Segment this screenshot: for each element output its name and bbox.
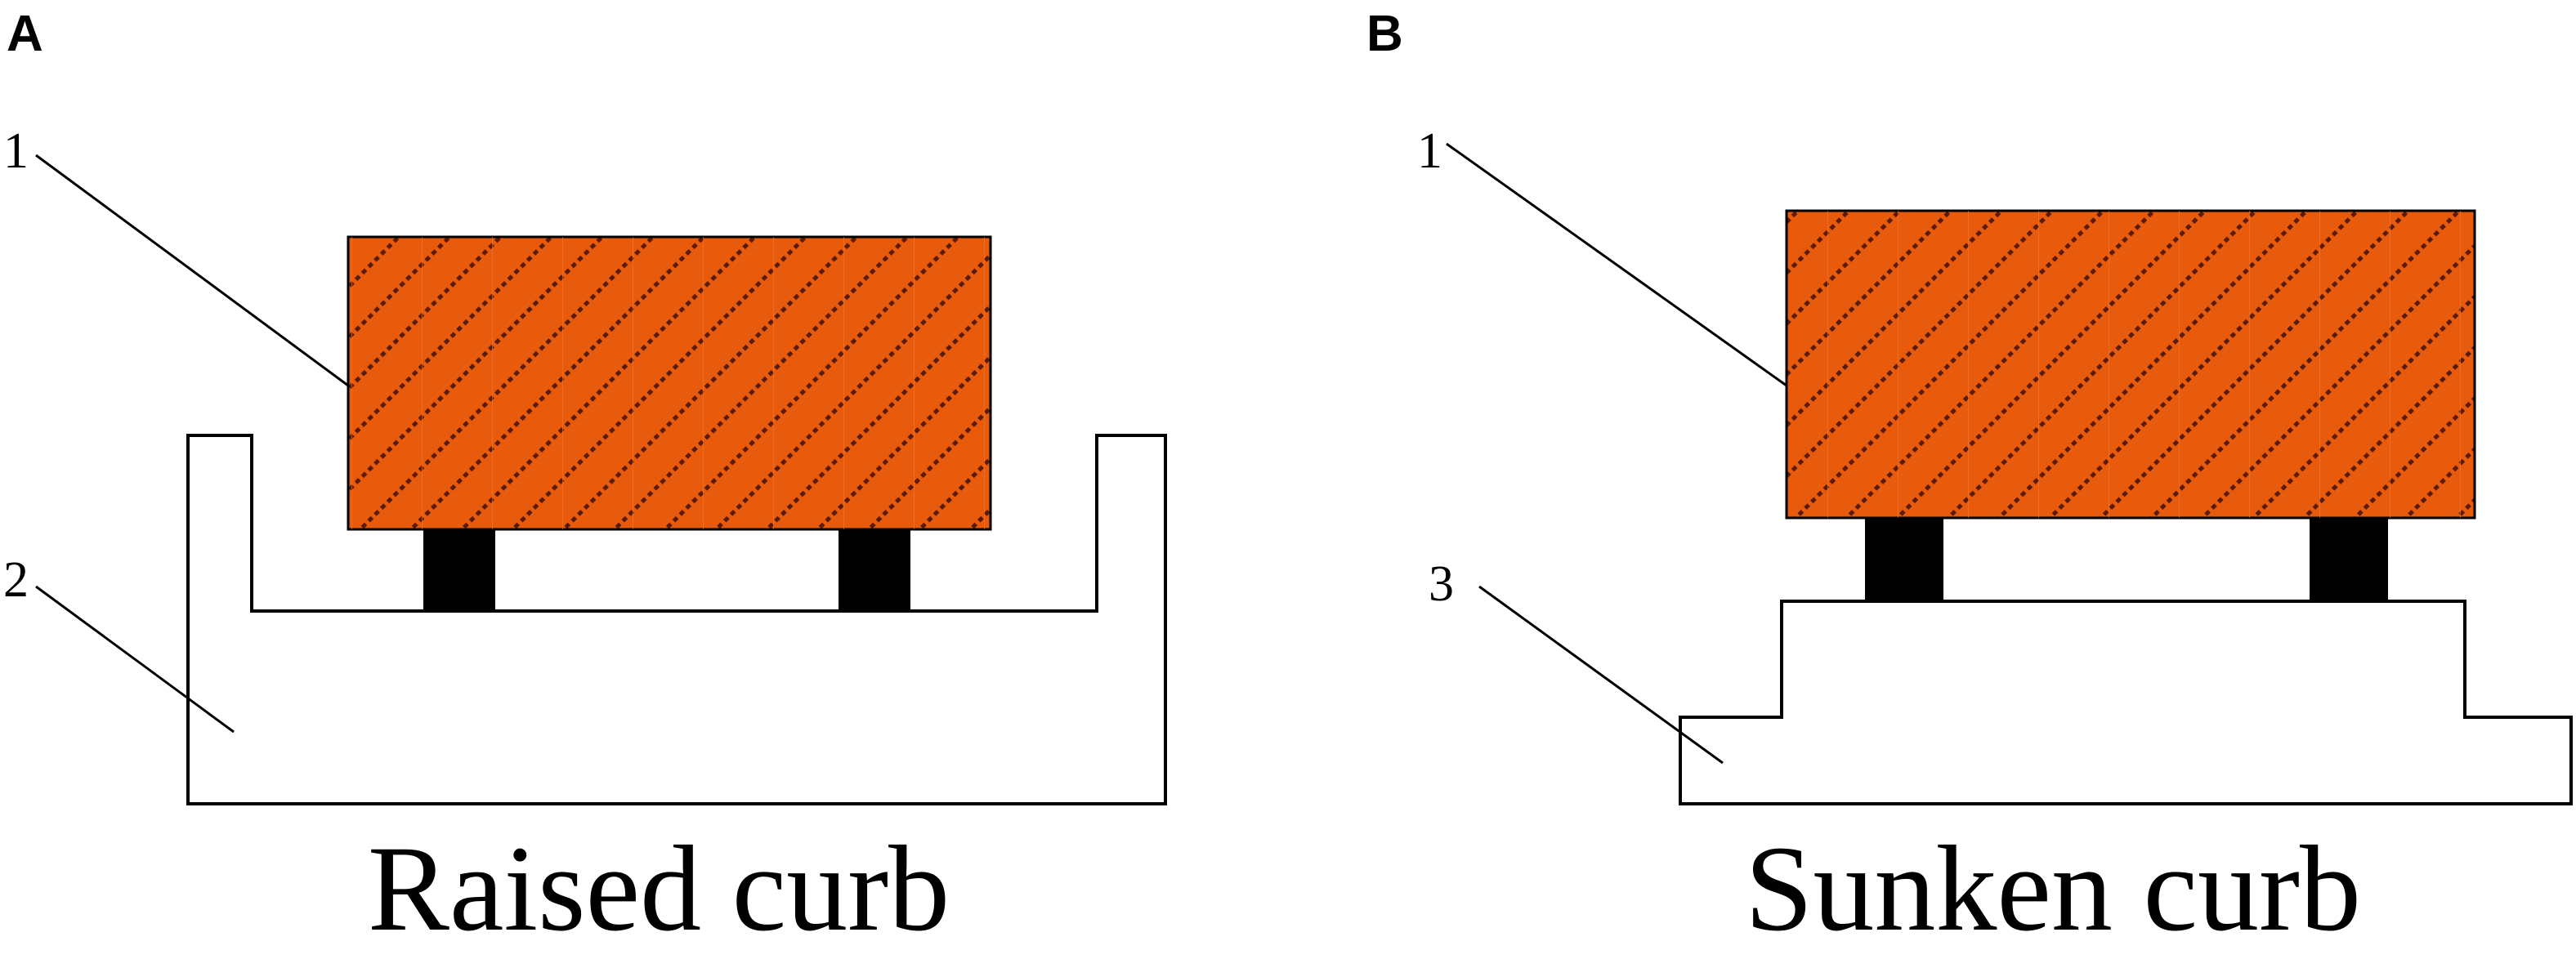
support-pad-left bbox=[423, 529, 495, 611]
panel-b: B 1 3 Sunken curb bbox=[1366, 6, 2573, 957]
leader-line-3 bbox=[1478, 585, 1724, 765]
callout-3: 3 bbox=[1429, 556, 1454, 612]
leader-line-2 bbox=[35, 585, 235, 734]
leader-line-1-a bbox=[35, 154, 349, 387]
caption-raised-curb: Raised curb bbox=[368, 821, 950, 957]
raised-curb-channel bbox=[186, 434, 1167, 805]
leader-line-1-b bbox=[1446, 142, 1787, 387]
callout-2: 2 bbox=[3, 552, 29, 608]
sunken-curb-base bbox=[1679, 600, 2573, 805]
support-pad-right-b bbox=[2310, 518, 2388, 601]
panel-a: A 1 2 Raised curb bbox=[3, 6, 1167, 957]
callout-1-a: 1 bbox=[3, 123, 29, 179]
panel-label-b: B bbox=[1366, 6, 1403, 62]
block-texture-b bbox=[1787, 211, 2475, 518]
block-texture bbox=[348, 237, 991, 529]
support-pad-right bbox=[839, 529, 910, 611]
support-pad-left-b bbox=[1865, 518, 1943, 601]
panel-label-a: A bbox=[7, 6, 43, 62]
caption-sunken-curb: Sunken curb bbox=[1745, 821, 2361, 957]
callout-1-b: 1 bbox=[1417, 123, 1442, 179]
